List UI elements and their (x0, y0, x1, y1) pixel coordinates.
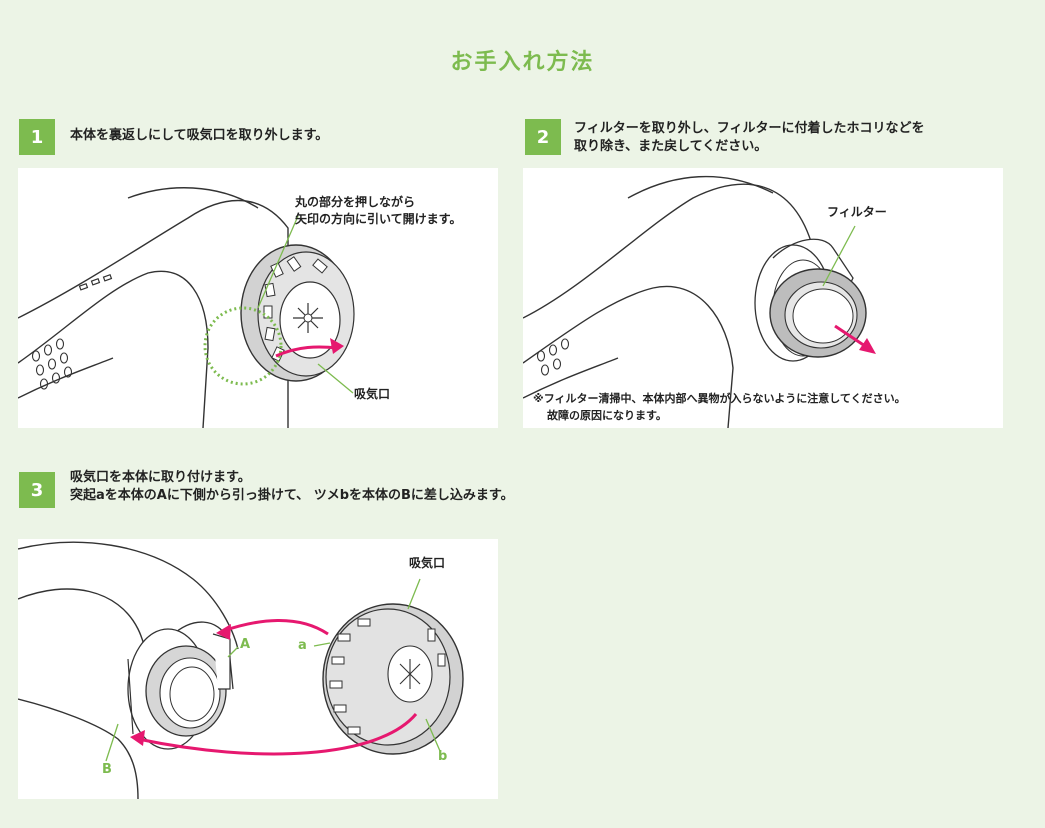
illustration-panel-3: 吸気口 A a B b (18, 539, 498, 799)
step-3-number: 3 (19, 472, 55, 508)
device-illustration-2 (523, 168, 1003, 428)
step-1-text: 本体を裏返しにして吸気口を取り外します。 (70, 127, 328, 145)
note-line: ※フィルター清掃中、本体内部へ異物が入らないように注意してください。 (533, 390, 906, 407)
intake-label: 吸気口 (354, 386, 390, 403)
step-2-number: 2 (525, 119, 561, 155)
step-2-line: フィルターを取り外し、フィルターに付着したホコリなどを (574, 120, 924, 138)
step-2-line: 取り除き、また戻してください。 (574, 138, 924, 156)
callout-line: 矢印の方向に引いて開けます。 (295, 211, 461, 228)
panel-1-callout: 丸の部分を押しながら 矢印の方向に引いて開けます。 (295, 194, 461, 228)
label-a: a (298, 638, 307, 653)
panel-2-note: ※フィルター清掃中、本体内部へ異物が入らないように注意してください。 故障の原因… (533, 390, 906, 424)
step-3-line: 吸気口を本体に取り付けます。 (70, 469, 514, 487)
page-title: お手入れ方法 (0, 44, 1045, 76)
device-illustration-3 (18, 539, 498, 799)
step-1-line: 本体を裏返しにして吸気口を取り外します。 (70, 127, 328, 145)
intake-label: 吸気口 (409, 555, 445, 572)
label-B: B (102, 762, 112, 777)
step-2-text: フィルターを取り外し、フィルターに付着したホコリなどを 取り除き、また戻してくだ… (574, 120, 924, 156)
label-b: b (438, 749, 447, 764)
label-A: A (240, 637, 250, 652)
illustration-panel-2: フィルター ※フィルター清掃中、本体内部へ異物が入らないように注意してください。… (523, 168, 1003, 428)
filter-label: フィルター (827, 204, 887, 221)
illustration-panel-1: 丸の部分を押しながら 矢印の方向に引いて開けます。 吸気口 (18, 168, 498, 428)
step-3-text: 吸気口を本体に取り付けます。 突起aを本体のAに下側から引っ掛けて、 ツメbを本… (70, 469, 514, 505)
note-line: 故障の原因になります。 (533, 407, 906, 424)
step-3-line: 突起aを本体のAに下側から引っ掛けて、 ツメbを本体のBに差し込みます。 (70, 487, 514, 505)
step-1-number: 1 (19, 119, 55, 155)
callout-line: 丸の部分を押しながら (295, 194, 461, 211)
